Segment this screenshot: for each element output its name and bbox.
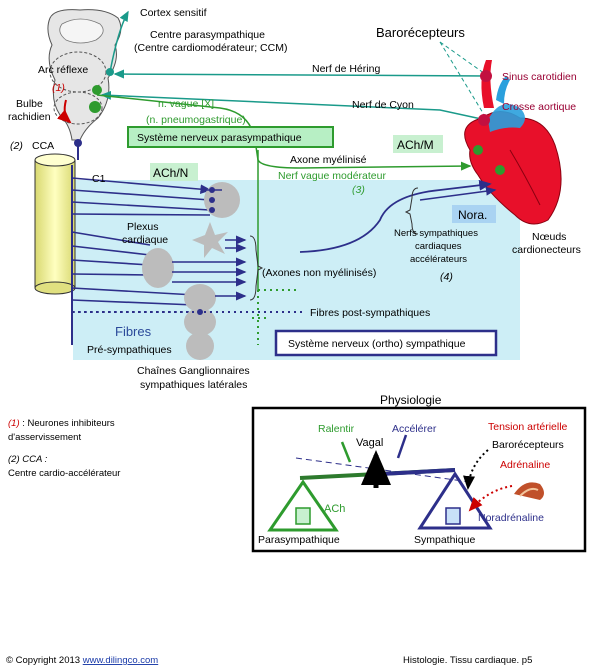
label-noeuds-2: cardionecteurs bbox=[512, 244, 581, 256]
label-cyon: Nerf de Cyon bbox=[352, 99, 414, 111]
cca-neuron bbox=[74, 139, 82, 147]
label-nerfs-symp-2: cardiaques bbox=[415, 241, 462, 252]
label-fibres-1: Fibres bbox=[115, 324, 152, 339]
legend-2b: Centre cardio-accélérateur bbox=[8, 468, 120, 479]
ach-weight-icon bbox=[295, 507, 311, 525]
ortho-system-box bbox=[274, 329, 498, 357]
marker-2: (2) bbox=[10, 140, 23, 152]
label-ccm-1: Centre parasympathique bbox=[150, 29, 265, 41]
label-fibres-2: Pré-sympathiques bbox=[87, 344, 172, 356]
marker-4: (4) bbox=[440, 271, 453, 283]
label-sympathique: Sympathique bbox=[414, 534, 475, 546]
label-achm: ACh/M bbox=[397, 138, 434, 152]
physio-title: Physiologie bbox=[380, 393, 442, 407]
footer-link[interactable]: www.dilingco.com bbox=[82, 655, 159, 666]
brain-medulla bbox=[47, 9, 122, 141]
label-noeuds-1: Nœuds bbox=[532, 231, 566, 243]
marker-1: (1) bbox=[52, 82, 65, 94]
hering-nerve bbox=[113, 69, 489, 79]
cardiac-plexus-star bbox=[192, 222, 228, 258]
postganglionic-fibers bbox=[172, 235, 247, 301]
vagus-nerve bbox=[96, 94, 472, 171]
label-fibres-post: Fibres post-sympathiques bbox=[310, 307, 430, 319]
cortex-arrow bbox=[109, 10, 129, 73]
para-system-box bbox=[127, 126, 334, 148]
spinal-cord bbox=[34, 140, 79, 345]
ganglion-chain-middle bbox=[142, 248, 174, 288]
label-ccm-2: (Centre cardiomodérateur; CCM) bbox=[134, 42, 287, 54]
label-parasympathique: Parasympathique bbox=[258, 534, 340, 546]
ccm-neuron-green bbox=[92, 85, 102, 95]
label-chaines-2: sympathiques latérales bbox=[140, 379, 247, 391]
label-axone-myelinise: Axone myélinisé bbox=[290, 154, 367, 166]
label-bulbe-2: rachidien bbox=[8, 111, 51, 123]
label-chaines-1: Chaînes Ganglionnaires bbox=[137, 365, 250, 377]
label-plexus-1: Plexus bbox=[127, 221, 159, 233]
legend-1b: d'asservissement bbox=[8, 432, 81, 443]
label-c1: C1 bbox=[92, 173, 106, 185]
para-triangle bbox=[267, 479, 339, 532]
legend-1: (1) : Neurones inhibiteurs bbox=[8, 418, 115, 429]
ralentir-tick bbox=[340, 441, 352, 463]
label-crosse: Crosse aortique bbox=[502, 101, 576, 113]
achm-box bbox=[393, 135, 443, 153]
label-baro-physio: Barorécepteurs bbox=[492, 439, 564, 451]
label-barorecepteurs: Barorécepteurs bbox=[376, 25, 465, 40]
label-plexus-2: cardiaque bbox=[122, 234, 168, 246]
label-hering: Nerf de Héring bbox=[312, 63, 380, 75]
label-ortho-system: Système nerveux (ortho) sympathique bbox=[288, 338, 466, 350]
marker-3: (3) bbox=[352, 184, 365, 196]
label-arc-reflexe: Arc réflexe bbox=[38, 64, 88, 76]
neuron-green-lower bbox=[89, 101, 101, 113]
cyon-nerve bbox=[100, 90, 487, 121]
baro-leader-1 bbox=[439, 41, 489, 77]
label-nerfs-symp-1: Nerfs sympathiques bbox=[394, 228, 478, 239]
label-ach-weight: ACh bbox=[324, 503, 345, 515]
label-axones-non-myel: (Axones non myélinisés) bbox=[262, 267, 376, 279]
accelerer-tick bbox=[396, 434, 408, 459]
label-cortex: Cortex sensitif bbox=[140, 7, 207, 19]
legend-2: (2) CCA : bbox=[8, 454, 48, 465]
baro-dotted-arrow bbox=[463, 449, 489, 490]
label-vague: n. vague [X] bbox=[158, 98, 214, 110]
label-achn: ACh/N bbox=[153, 166, 188, 180]
label-vagal: Vagal bbox=[356, 437, 383, 449]
ganglion-chain-upper bbox=[204, 182, 240, 218]
label-nerfs-symp-3: accélérateurs bbox=[410, 254, 467, 265]
brace-axones bbox=[249, 235, 264, 301]
heart bbox=[464, 60, 562, 225]
label-sinus: Sinus carotidien bbox=[502, 71, 577, 83]
label-nora: Nora. bbox=[458, 208, 487, 222]
symp-efferent-main bbox=[299, 179, 492, 253]
achn-box bbox=[150, 163, 198, 181]
label-para-system: Système nerveux parasympathique bbox=[137, 132, 302, 144]
label-pneumo: (n. pneumogastrique) bbox=[146, 114, 246, 126]
adrenal-gland-icon bbox=[514, 482, 544, 500]
footer-copyright: © Copyright 2013 www.dilingco.com bbox=[6, 655, 158, 666]
label-cca: CCA bbox=[32, 140, 54, 152]
brace-nerfs bbox=[404, 187, 419, 235]
ganglion-chain-lower bbox=[184, 284, 216, 360]
label-bulbe-1: Bulbe bbox=[16, 98, 43, 110]
inhibitory-neuron bbox=[57, 99, 72, 124]
label-noradrenaline: Noradrénaline bbox=[478, 512, 544, 524]
label-tension: Tension artérielle bbox=[488, 421, 568, 433]
footer-page: Histologie. Tissu cardiaque. p5 bbox=[403, 655, 532, 666]
symp-efferent-2 bbox=[419, 186, 497, 201]
baro-leader-2 bbox=[439, 41, 487, 119]
label-ralentir: Ralentir bbox=[318, 423, 355, 435]
noradrenaline-weight-icon bbox=[445, 507, 461, 525]
label-accelerer: Accélérer bbox=[392, 423, 437, 435]
balance-beam-right bbox=[379, 468, 456, 476]
label-nerf-moderateur: Nerf vague modérateur bbox=[278, 170, 386, 182]
nora-box bbox=[452, 205, 496, 223]
label-adrenaline: Adrénaline bbox=[500, 459, 550, 471]
